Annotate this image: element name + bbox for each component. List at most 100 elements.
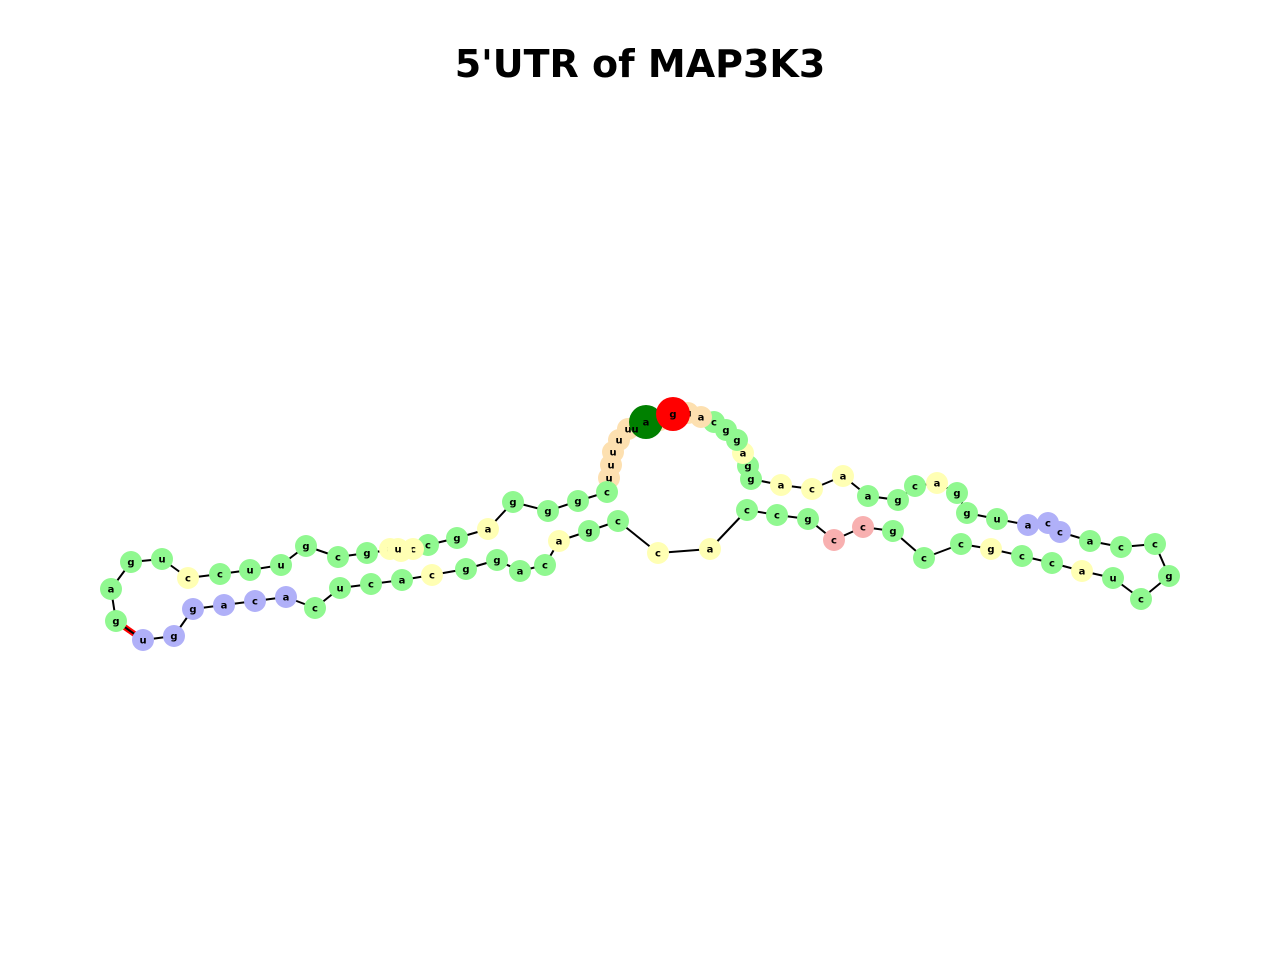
nucleotide-label: c — [912, 482, 918, 493]
nucleotide-node — [766, 504, 788, 526]
nucleotide: c — [327, 546, 349, 568]
nucleotide: u — [986, 508, 1008, 530]
nucleotide: c — [1144, 533, 1166, 555]
nucleotide: c — [1037, 512, 1059, 534]
nucleotide-label: u — [993, 515, 1000, 526]
nucleotide-label: g — [585, 527, 592, 538]
nucleotide: g — [537, 500, 559, 522]
nucleotide-label: a — [698, 413, 705, 424]
nucleotide-label: c — [335, 553, 341, 564]
nucleotide-node — [882, 520, 904, 542]
nucleotide: g — [182, 598, 204, 620]
nucleotide: u — [239, 559, 261, 581]
nucleotide-node — [446, 527, 468, 549]
nucleotide-node — [980, 538, 1002, 560]
nucleotide-node — [832, 465, 854, 487]
nucleotide-node — [151, 548, 173, 570]
nucleotide-node — [1017, 514, 1039, 536]
nucleotide-label: a — [108, 585, 115, 596]
nucleotide-node — [926, 472, 948, 494]
nucleotide: a — [857, 485, 879, 507]
nucleotide: a — [100, 578, 122, 600]
nucleotide: g — [295, 535, 317, 557]
nucleotide-node — [502, 491, 524, 513]
nucleotide: g — [956, 502, 978, 524]
nucleotide-node — [548, 530, 570, 552]
nucleotide: g — [882, 520, 904, 542]
nucleotide-label: c — [1049, 559, 1055, 570]
nucleotide: c — [607, 510, 629, 532]
nucleotide: c — [1110, 536, 1132, 558]
nucleotide-label: c — [542, 561, 548, 572]
marker-label: a — [643, 418, 650, 429]
nucleotide-node — [391, 569, 413, 591]
nucleotide-label: c — [217, 570, 223, 581]
nucleotide-label: a — [517, 567, 524, 578]
nucleotide-label: g — [963, 509, 970, 520]
nucleotide-label: a — [865, 492, 872, 503]
nucleotide-label: u — [139, 636, 146, 647]
nucleotide: a — [699, 538, 721, 560]
nucleotide-node — [244, 590, 266, 612]
nucleotide-label: u — [158, 555, 165, 566]
nucleotide-label: c — [1152, 540, 1158, 551]
nucleotides-layer: uuuuucgggagccuuugcguuccugaguggacacucacgg… — [100, 397, 1180, 651]
nucleotide-node — [1041, 552, 1063, 574]
nucleotide-label: g — [493, 556, 500, 567]
nucleotide-label: g — [363, 549, 370, 560]
nucleotide-label: g — [804, 515, 811, 526]
nucleotide-label: u — [336, 584, 343, 595]
nucleotide-label: u — [605, 474, 612, 485]
nucleotide-node — [239, 559, 261, 581]
nucleotide: g — [1158, 565, 1180, 587]
nucleotide-node — [596, 481, 618, 503]
nucleotide-node — [1037, 512, 1059, 534]
nucleotide: a — [832, 465, 854, 487]
nucleotide-label: c — [1057, 528, 1063, 539]
nucleotide-label: g — [733, 436, 740, 447]
nucleotide-label: u — [246, 566, 253, 577]
nucleotide-node — [105, 610, 127, 632]
nucleotide-label: a — [221, 601, 228, 612]
nucleotide-label: g — [453, 534, 460, 545]
nucleotide-label: u — [277, 561, 284, 572]
nucleotide-node — [823, 529, 845, 551]
nucleotide: c — [904, 475, 926, 497]
nucleotide-label: c — [860, 523, 866, 534]
nucleotide-node — [1110, 536, 1132, 558]
nucleotide-node — [209, 563, 231, 585]
nucleotide-label: g — [544, 507, 551, 518]
nucleotide-node — [421, 564, 443, 586]
nucleotide-label: g — [462, 565, 469, 576]
nucleotide-label: u — [394, 545, 401, 556]
nucleotide-label: g — [170, 632, 177, 643]
nucleotide-node — [956, 502, 978, 524]
nucleotide: c — [209, 563, 231, 585]
nucleotide-label: a — [934, 479, 941, 490]
nucleotide-node — [100, 578, 122, 600]
nucleotide-node — [163, 625, 185, 647]
nucleotide-node — [509, 560, 531, 582]
nucleotide-node — [887, 489, 909, 511]
nucleotide: a — [275, 586, 297, 608]
nucleotide-label: a — [778, 481, 785, 492]
nucleotide-label: a — [556, 537, 563, 548]
nucleotide-label: c — [615, 517, 621, 528]
backbone-layer — [110, 412, 1170, 641]
nucleotide-node — [177, 567, 199, 589]
nucleotide-node — [913, 547, 935, 569]
nucleotide-label: g — [509, 498, 516, 509]
nucleotide: c — [1041, 552, 1063, 574]
nucleotide-node — [736, 499, 758, 521]
nucleotide-label: c — [425, 541, 431, 552]
nucleotide-node — [295, 535, 317, 557]
nucleotide-label: c — [410, 545, 416, 556]
nucleotide: a — [1017, 514, 1039, 536]
nucleotide-node — [387, 538, 409, 560]
nucleotide-node — [534, 554, 556, 576]
nucleotide-node — [1144, 533, 1166, 555]
nucleotide-label: c — [958, 540, 964, 551]
start-marker — [629, 405, 663, 439]
nucleotide: u — [1102, 567, 1124, 589]
nucleotide-label: a — [740, 449, 747, 460]
